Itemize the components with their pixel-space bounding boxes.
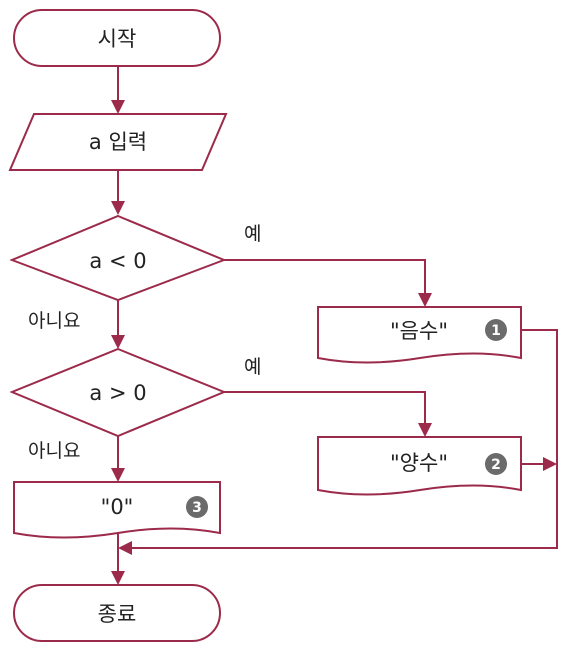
arrowhead-cond1 [111,201,125,215]
badge-2-text: 2 [491,457,501,473]
badge-1-icon [485,319,507,341]
output-negative-node: "음수" 1 [317,306,522,364]
arrowhead-cond2 [111,335,125,349]
decision-a-less-than-zero: a < 0 [9,214,227,302]
badge-1-text: 1 [491,323,501,339]
decision-a-greater-than-zero: a > 0 [9,347,227,438]
arrowhead-zero [111,468,125,482]
input-node: a 입력 [8,113,228,171]
no-label-2: 아니요 [28,440,80,462]
badge-3-icon [186,496,208,518]
arrowhead-merge [118,541,132,555]
arrowheads [111,100,557,585]
arrowhead-input [111,100,125,114]
line-negative-return [130,329,558,549]
arrowhead-end [111,571,125,585]
output-zero-node: "0" 3 [13,481,221,539]
line-cond2-yes [224,391,426,423]
start-label: 시작 [98,27,137,51]
start-node: 시작 [13,9,221,67]
yes-label-2: 예 [244,356,261,378]
negative-label: "음수" [390,319,448,343]
arrowhead-negative [418,293,432,307]
yes-label-1: 예 [244,223,261,245]
no-label-1: 아니요 [28,310,80,332]
end-label: 종료 [98,602,137,626]
arrowhead-positive [418,423,432,437]
line-cond1-yes [224,259,426,295]
cond1-label: a < 0 [89,249,146,273]
connectors [117,66,558,574]
arrowhead-merge-right [543,457,557,471]
badge-3-text: 3 [192,500,202,516]
end-node: 종료 [13,584,221,642]
cond2-label: a > 0 [89,381,146,405]
zero-label: "0" [101,495,134,519]
badge-2-icon [485,453,507,475]
output-positive-node: "양수" 2 [317,436,522,496]
positive-label: "양수" [390,451,448,475]
input-label: a 입력 [89,130,147,154]
